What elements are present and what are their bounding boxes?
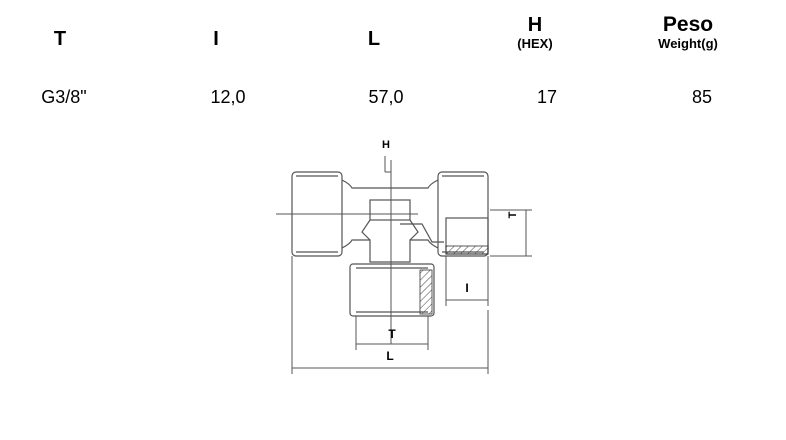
- hatch-right: [445, 245, 489, 255]
- value-weight: 85: [691, 87, 713, 107]
- header-h: H: [527, 14, 543, 36]
- header-peso: Peso: [662, 13, 714, 36]
- body-bottom: [341, 239, 439, 263]
- label-i: I: [465, 281, 468, 295]
- label-t-bottom: T: [388, 327, 396, 341]
- inner-cone: [400, 223, 444, 243]
- header-h-sub: (HEX): [517, 36, 553, 51]
- header-t: T: [53, 28, 67, 50]
- bottom-branch: [349, 263, 435, 317]
- hex-window: [369, 199, 411, 221]
- header-peso-group: Peso Weight(g): [636, 14, 740, 52]
- hatch-bottom: [419, 269, 433, 315]
- label-h: H: [382, 139, 390, 151]
- label-l: L: [386, 349, 393, 363]
- body-top: [341, 179, 439, 189]
- header-i: I: [213, 28, 219, 50]
- right-nut: [437, 171, 489, 257]
- value-l: 57,0: [368, 87, 404, 107]
- inner-passage: [361, 219, 419, 241]
- value-i: 12,0: [210, 87, 246, 107]
- header-l: L: [367, 28, 381, 50]
- value-t: G3/8": [41, 87, 87, 107]
- header-peso-sub: Weight(g): [658, 36, 718, 51]
- header-h-group: H (HEX): [498, 14, 572, 52]
- label-t-side: T: [507, 211, 519, 218]
- value-h: 17: [536, 87, 558, 107]
